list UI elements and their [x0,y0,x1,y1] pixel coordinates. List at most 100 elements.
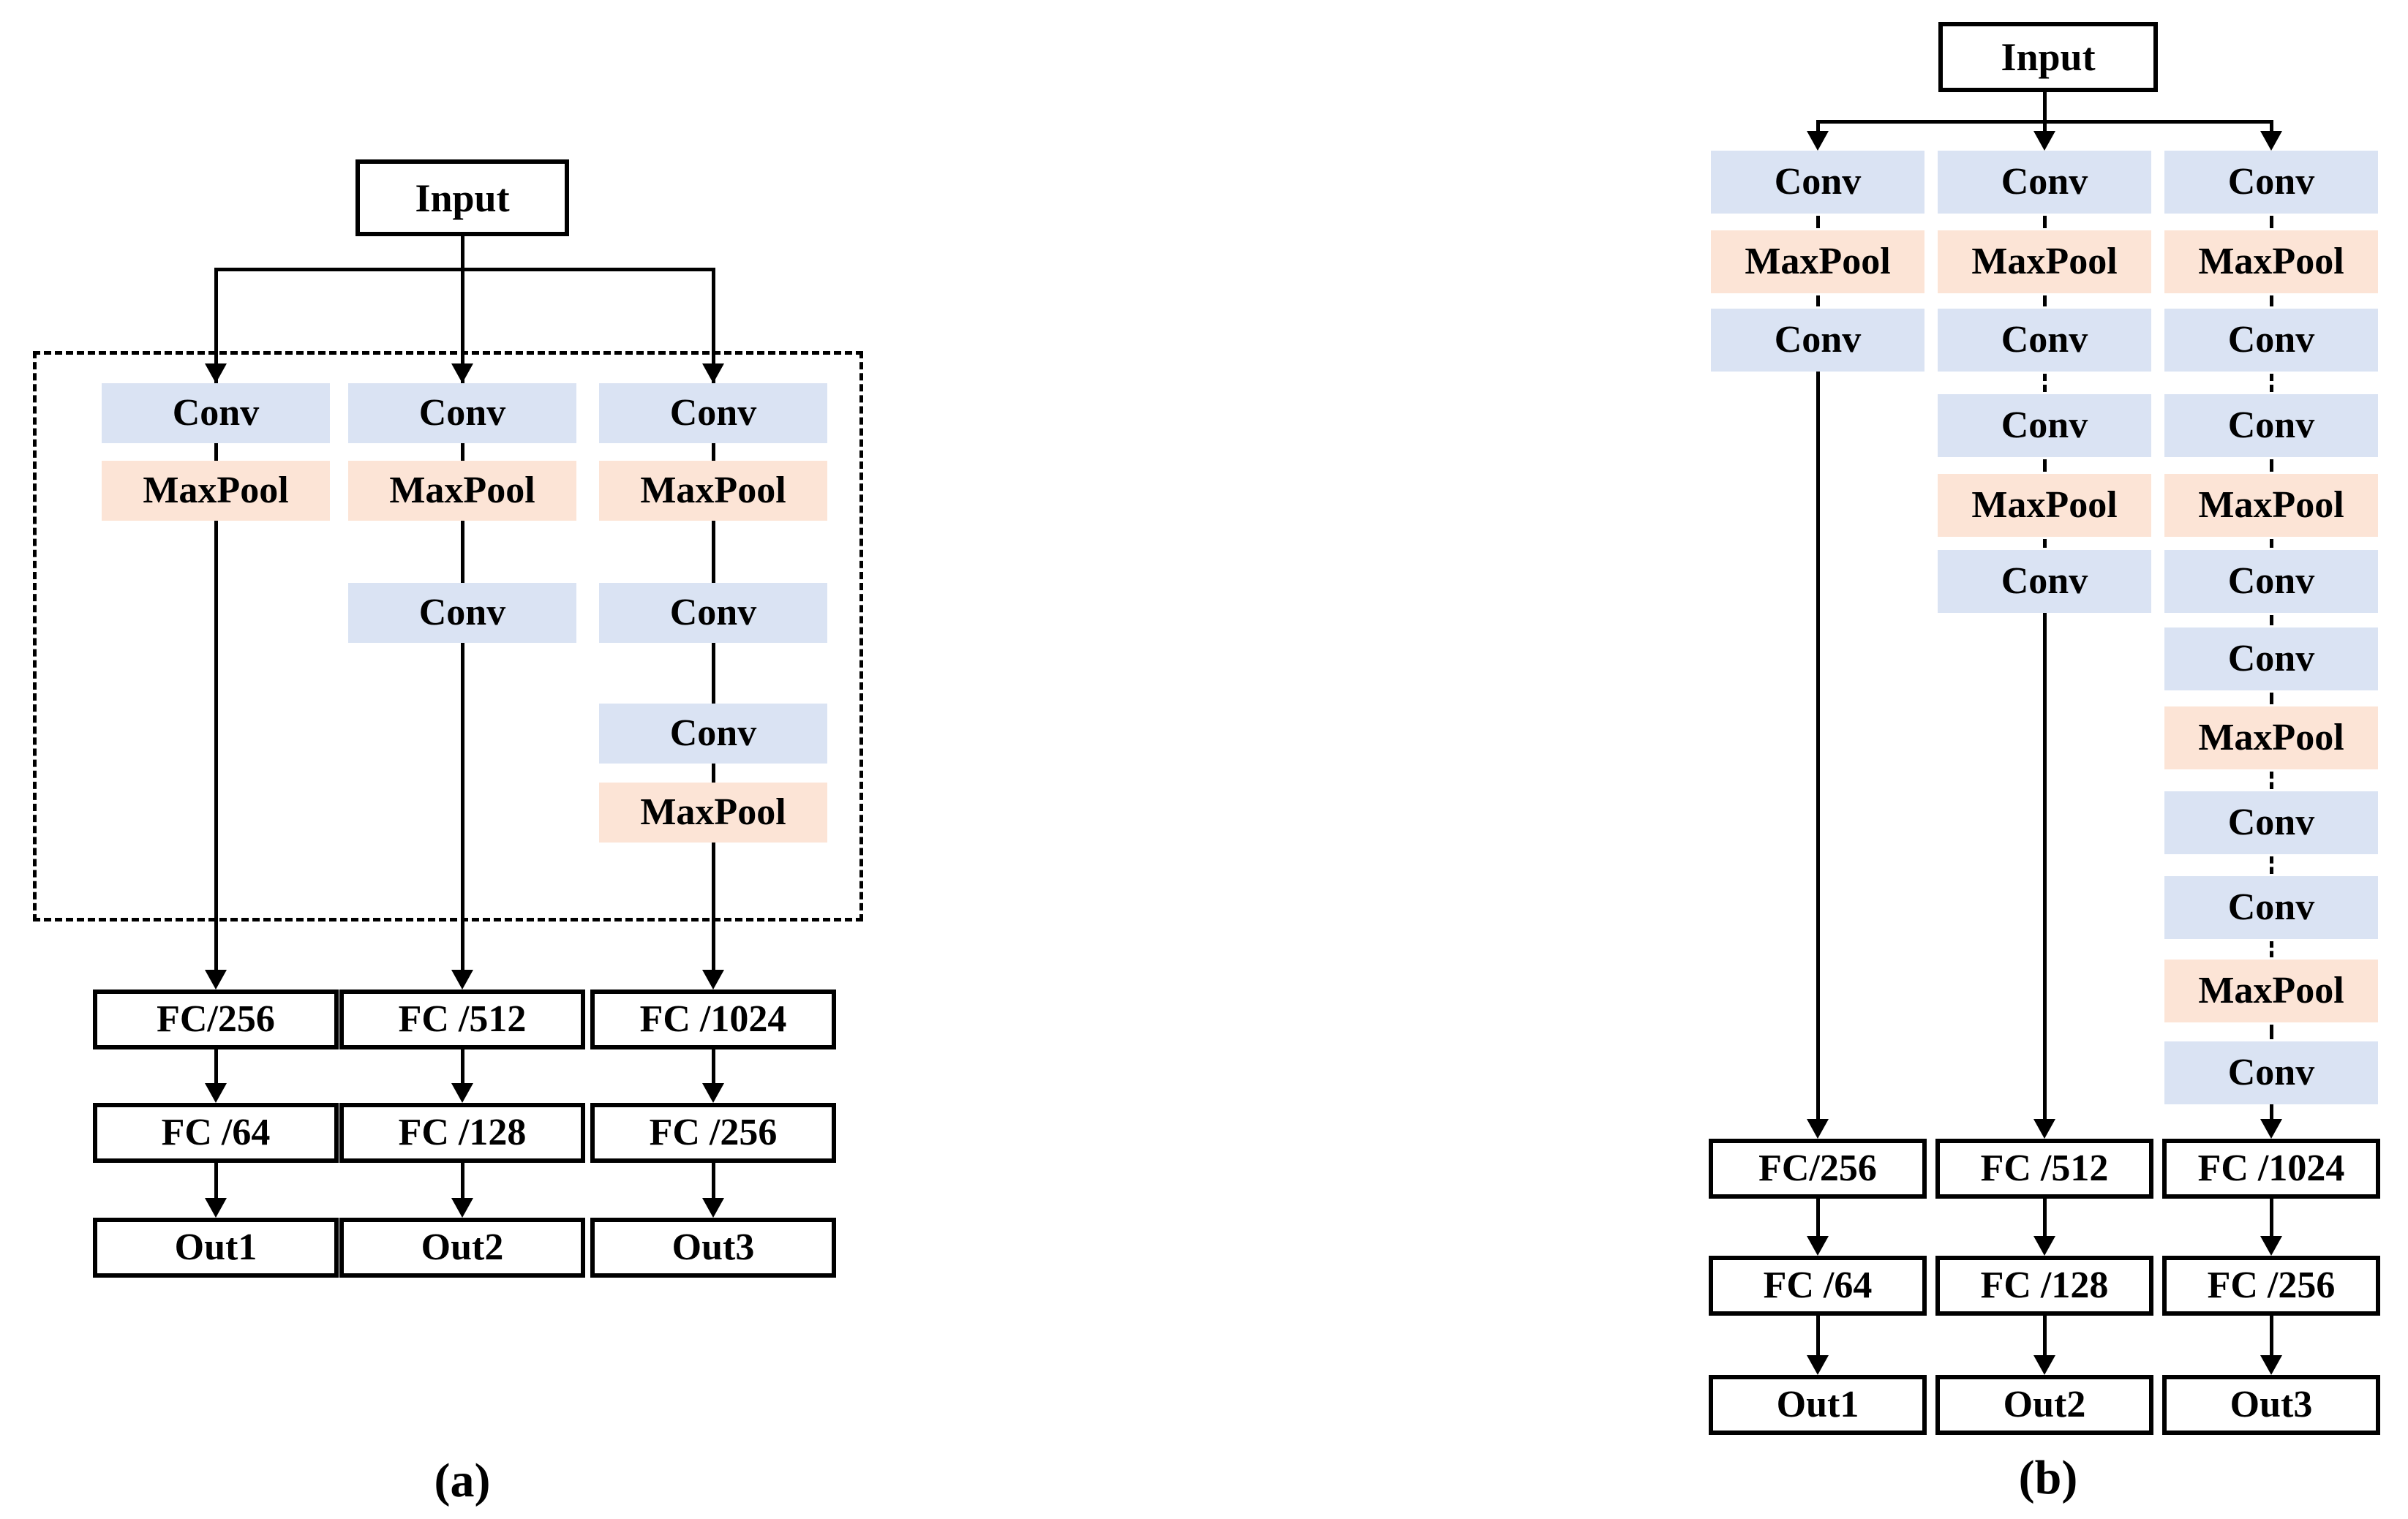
connector-line [2269,1199,2273,1237]
dashed-connector [2042,459,2047,472]
dashed-connector [2269,295,2273,306]
conv-block: Conv [1711,309,1924,372]
fc-box: FC /1024 [2162,1139,2380,1199]
conv-block: Conv [2164,791,2378,854]
arrowhead-icon [451,970,473,990]
connector-line [2042,119,2047,132]
output-box: Out2 [339,1218,585,1278]
maxpool-block: MaxPool [1711,230,1924,293]
fc-box: FC /64 [93,1103,339,1163]
maxpool-block: MaxPool [2164,230,2378,293]
fc-box: FC/256 [1709,1139,1927,1199]
connector-line [1816,1199,1820,1237]
conv-block: Conv [102,383,330,443]
connector-line [711,1163,715,1199]
maxpool-block: MaxPool [599,783,827,843]
arrowhead-icon [1807,1119,1829,1139]
fc-box: FC/256 [93,990,339,1049]
dashed-connector [2042,295,2047,306]
maxpool-block: MaxPool [2164,960,2378,1022]
arrowhead-icon [205,970,227,990]
maxpool-block: MaxPool [2164,706,2378,769]
dashed-connector [2042,216,2047,228]
dashed-connector [2042,374,2047,392]
conv-block: Conv [599,704,827,764]
dashed-connector [2269,941,2273,957]
arrowhead-icon [205,1083,227,1103]
output-box: Out3 [590,1218,836,1278]
arrowhead-icon [2260,131,2282,151]
conv-block: Conv [599,583,827,643]
maxpool-block: MaxPool [1938,230,2151,293]
branch-line [216,267,715,271]
output-box: Out1 [93,1218,339,1278]
fc-box: FC /1024 [590,990,836,1049]
conv-block: Conv [2164,1041,2378,1104]
conv-block: Conv [1938,309,2151,372]
arrowhead-icon [2033,1355,2055,1375]
arrowhead-icon [2260,1236,2282,1256]
connector-line [214,1049,218,1085]
fc-box: FC /128 [1935,1256,2153,1316]
arrowhead-icon [702,970,724,990]
connector-line [214,1163,218,1199]
maxpool-block: MaxPool [599,461,827,521]
arrowhead-icon [2260,1355,2282,1375]
dashed-connector [2269,216,2273,228]
fc-box: FC /512 [339,990,585,1049]
subfigure-caption-b: (b) [2018,1451,2078,1504]
dashed-connector [2269,615,2273,625]
arrowhead-icon [1807,1236,1829,1256]
input-box: Input [355,159,569,236]
arrowhead-icon [2033,1236,2055,1256]
conv-block: Conv [1938,151,2151,214]
conv-block: Conv [1938,394,2151,457]
conv-block: Conv [2164,151,2378,214]
fc-box: FC /256 [2162,1256,2380,1316]
connector-line [2269,1316,2273,1357]
dashed-connector [2269,693,2273,704]
output-box: Out2 [1935,1375,2153,1435]
connector-line [214,267,218,971]
connector-line [2042,1316,2047,1357]
output-box: Out3 [2162,1375,2380,1435]
fc-box: FC /64 [1709,1256,1927,1316]
conv-block: Conv [2164,627,2378,690]
dashed-connector [2269,459,2273,472]
dashed-connector [1816,216,1820,228]
arrowhead-icon [205,363,227,383]
arrowhead-icon [1807,1355,1829,1375]
dashed-connector [2269,856,2273,874]
connector-line [1816,1316,1820,1357]
conv-block: Conv [1711,151,1924,214]
input-box: Input [1938,22,2158,92]
arrowhead-icon [2033,131,2055,151]
connector-line [2042,613,2047,1120]
arrowhead-icon [205,1198,227,1218]
conv-block: Conv [2164,876,2378,939]
conv-block: Conv [348,383,576,443]
arrowhead-icon [2260,1119,2282,1139]
conv-block: Conv [1938,550,2151,613]
dashed-connector [1816,295,1820,306]
connector-line [460,1163,464,1199]
subfigure-caption-a: (a) [434,1454,491,1507]
connector-line [2042,92,2047,121]
connector-line [2269,1104,2273,1120]
dashed-connector [2269,772,2273,789]
fc-box: FC /128 [339,1103,585,1163]
conv-block: Conv [599,383,827,443]
arrowhead-icon [451,1198,473,1218]
conv-block: Conv [2164,309,2378,372]
conv-block: Conv [2164,550,2378,613]
conv-block: Conv [348,583,576,643]
shared-layers-dashed-box [33,351,863,921]
connector-line [460,1049,464,1085]
arrowhead-icon [702,1083,724,1103]
maxpool-block: MaxPool [2164,474,2378,537]
fc-box: FC /256 [590,1103,836,1163]
arrowhead-icon [451,363,473,383]
